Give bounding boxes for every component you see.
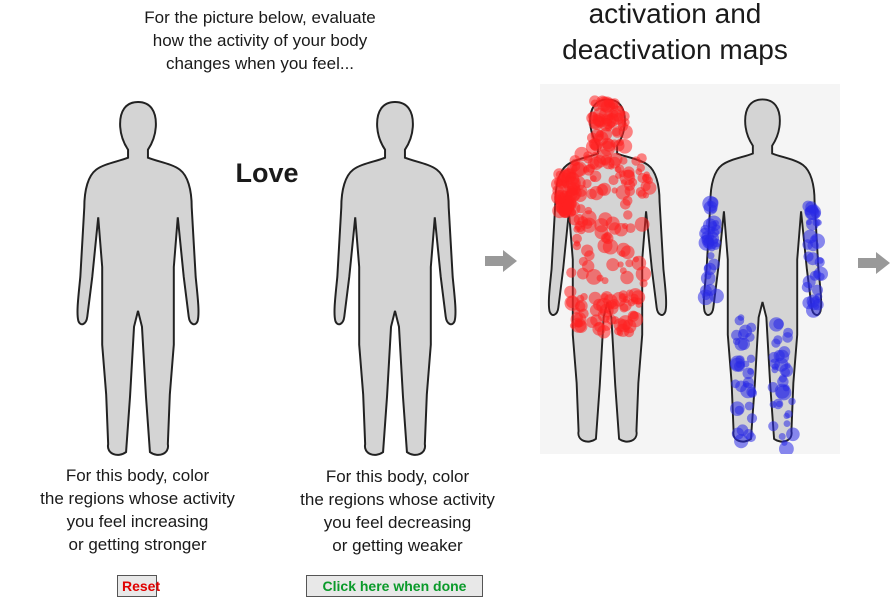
emotion-label: Love — [222, 158, 312, 189]
arrow-right-icon — [858, 252, 890, 274]
reset-button[interactable]: Reset — [117, 575, 157, 597]
instruction-text: For the picture below, evaluate how the … — [110, 6, 410, 75]
deactivation-map — [695, 94, 830, 454]
activation-map — [540, 94, 675, 454]
decreasing-caption: For this body, color the regions whose a… — [270, 465, 525, 557]
increasing-caption: For this body, color the regions whose a… — [10, 464, 265, 556]
arrow-right-icon — [485, 250, 517, 272]
done-button[interactable]: Click here when done — [306, 575, 483, 597]
body-canvas-decreasing[interactable] — [325, 98, 465, 466]
maps-title: activation and deactivation maps — [540, 0, 810, 68]
body-canvas-increasing[interactable] — [68, 98, 208, 466]
